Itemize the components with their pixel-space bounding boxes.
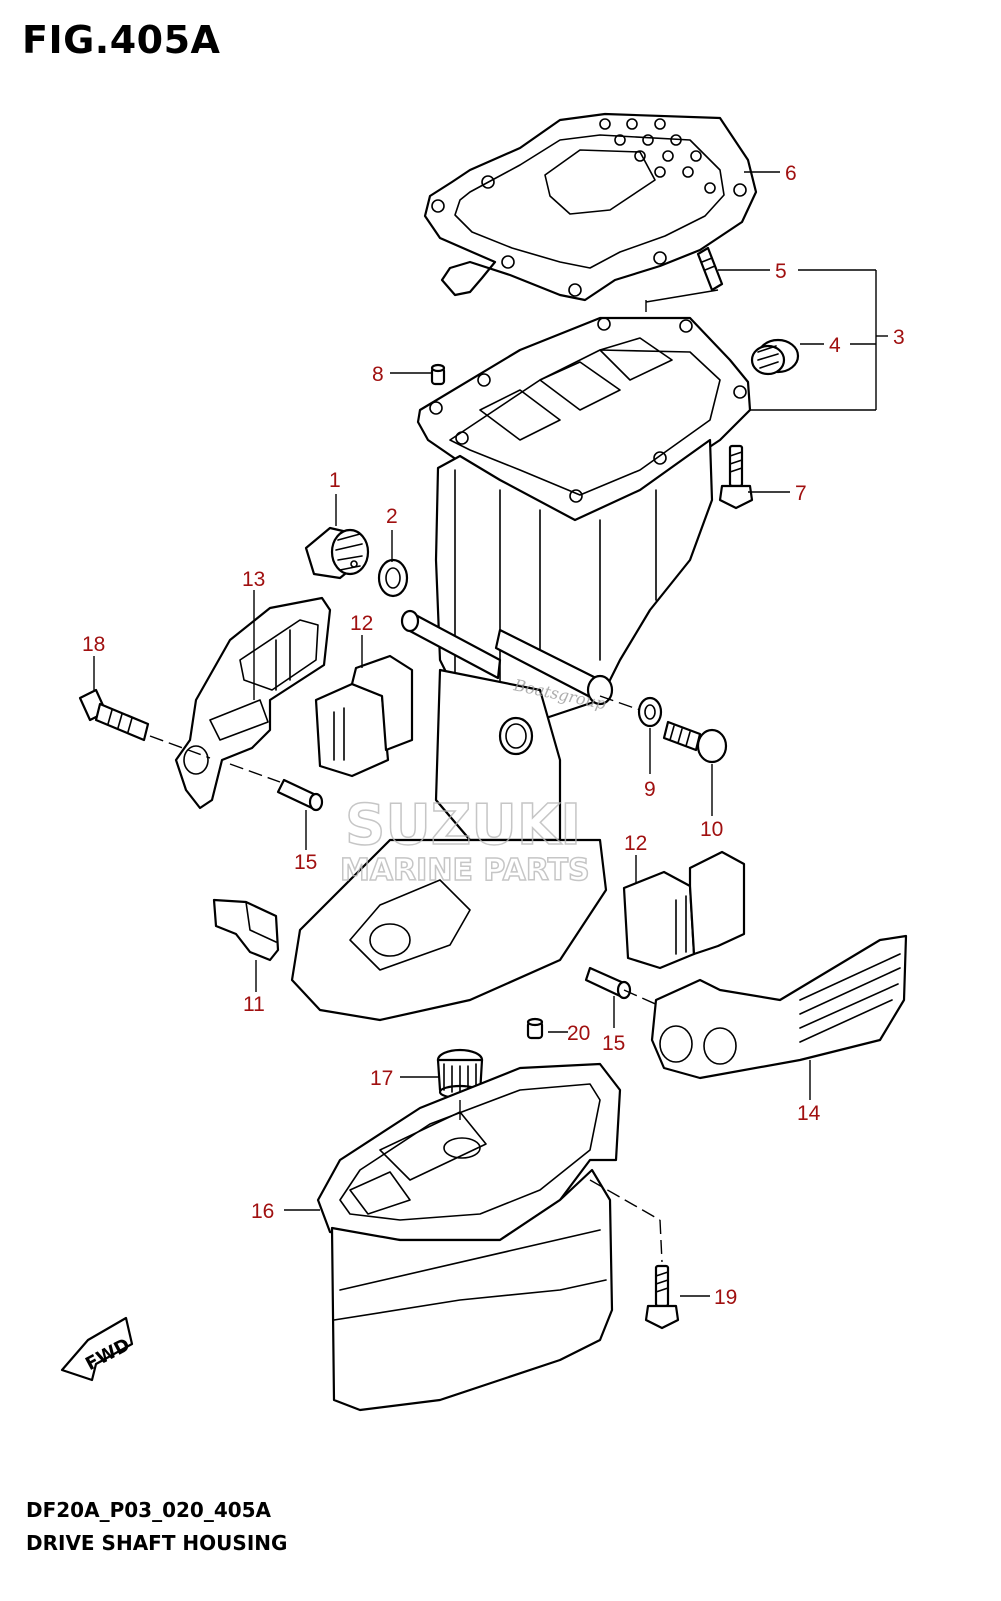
callout-17[interactable]: 16	[251, 1200, 274, 1223]
bracket-13-part[interactable]	[174, 596, 332, 810]
callout-5[interactable]: 5	[775, 260, 787, 283]
dowel-pin-8-part[interactable]	[430, 363, 446, 386]
callout-6[interactable]: 6	[785, 162, 797, 185]
callout-3[interactable]: 3	[893, 326, 905, 349]
bolt-10-part[interactable]	[662, 720, 728, 764]
bracket-14-part[interactable]	[650, 934, 908, 1080]
stud-bolt-part[interactable]	[696, 246, 724, 292]
watermark-brand: SUZUKI	[345, 793, 581, 858]
callout-10[interactable]: 10	[700, 818, 723, 841]
washer-9-part[interactable]	[637, 696, 663, 728]
bolt-16-part[interactable]	[78, 688, 150, 742]
leader-lines	[93, 171, 888, 1297]
fwd-arrow-icon: FWD	[60, 1316, 134, 1382]
seal-2-part[interactable]	[377, 558, 409, 598]
callout-12-lower[interactable]: 12	[624, 832, 647, 855]
figure-title: FIG.405A	[22, 18, 221, 62]
callout-14[interactable]: 14	[797, 1102, 821, 1125]
pin-20-part[interactable]	[526, 1017, 544, 1040]
pin-15-lower-part[interactable]	[584, 966, 632, 1000]
gasket-part[interactable]	[423, 112, 758, 302]
plug-1-part[interactable]	[304, 526, 370, 580]
callout-19[interactable]: 17	[370, 1067, 393, 1090]
lower-cover-17-part[interactable]	[316, 1062, 622, 1412]
mount-rubber-12-upper-part[interactable]	[314, 654, 414, 778]
callout-2[interactable]: 2	[386, 505, 398, 528]
callout-15-upper[interactable]: 15	[294, 851, 317, 874]
callout-7[interactable]: 7	[795, 482, 807, 505]
plug-part[interactable]	[750, 338, 800, 376]
pin-15-upper-part[interactable]	[276, 778, 324, 812]
bolt-7-part[interactable]	[718, 444, 754, 510]
figure-code: DF20A_P03_020_405A	[26, 1498, 272, 1522]
callout-9[interactable]: 9	[644, 778, 656, 801]
callout-12-upper[interactable]: 12	[350, 612, 373, 635]
bolt-18-part[interactable]	[644, 1264, 680, 1330]
mount-rubber-12-lower-part[interactable]	[622, 850, 746, 970]
callout-20[interactable]: 20	[567, 1022, 590, 1045]
bracket-11-part[interactable]	[212, 898, 280, 962]
callout-4[interactable]: 4	[829, 334, 841, 357]
callout-8[interactable]: 8	[372, 363, 384, 386]
callout-numbers: 6 5 3 4 8 7 1 2 13 12 18 9 10 15 12 11 2…	[82, 162, 905, 1309]
callout-1[interactable]: 1	[329, 469, 341, 492]
watermark-line2: MARINE PARTS	[340, 853, 590, 888]
drive-shaft-housing-part[interactable]	[290, 316, 752, 1022]
figure-caption: DRIVE SHAFT HOUSING	[26, 1531, 288, 1555]
callout-13[interactable]: 13	[242, 568, 265, 591]
callout-18[interactable]: 19	[714, 1286, 737, 1309]
callout-15-lower[interactable]: 15	[602, 1032, 625, 1055]
callout-16[interactable]: 18	[82, 633, 105, 656]
callout-11[interactable]: 11	[243, 993, 265, 1016]
